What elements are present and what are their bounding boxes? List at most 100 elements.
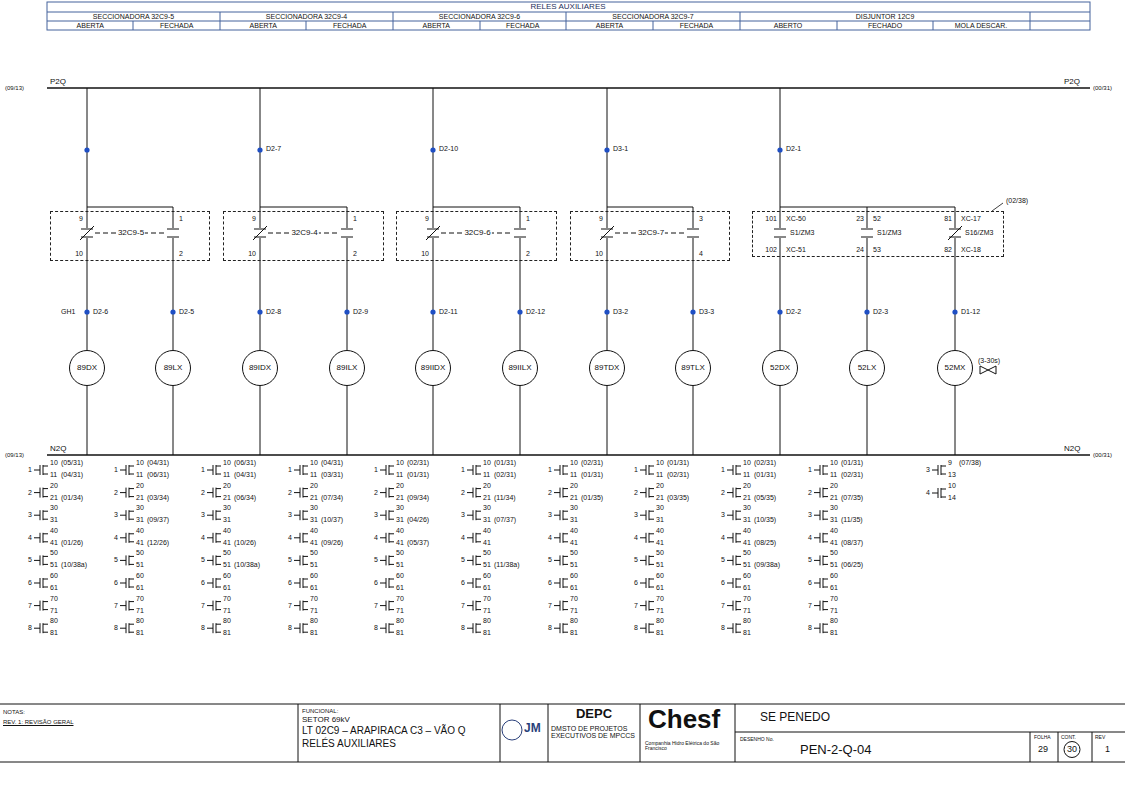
contact-symbol [120, 470, 126, 471]
wire [693, 384, 694, 455]
contact-symbol [126, 623, 127, 633]
terminal-number: 51 [50, 561, 58, 568]
contact-symbol [649, 556, 654, 557]
contact-symbol [467, 515, 473, 516]
contact-symbol [476, 474, 481, 475]
table-cell: MOLA DESCAR. [955, 22, 1008, 29]
contact-symbol [43, 587, 48, 588]
terminal-number: 50 [396, 549, 404, 556]
terminal-number: 10 [310, 459, 318, 466]
table-cell: ABERTA [423, 22, 450, 29]
contact-symbol [733, 623, 734, 633]
contact-number: 7 [461, 602, 465, 609]
contact-number: 5 [114, 556, 118, 563]
terminal-number: 41 [743, 539, 751, 546]
terminal-label: D3-2 [612, 308, 629, 315]
contact-symbol [129, 579, 134, 580]
contact-symbol [433, 211, 434, 228]
title-rule [0, 762, 1125, 763]
contact-symbol [389, 511, 394, 512]
terminal-label: D2-1 [786, 145, 801, 152]
contact-symbol [560, 533, 561, 543]
terminal-number: 81 [310, 629, 318, 636]
contact-symbol [386, 465, 387, 475]
contact-symbol [467, 470, 473, 471]
field-heading: REV [1095, 735, 1105, 740]
contact-symbol [560, 623, 561, 633]
contact-symbol [727, 537, 733, 538]
relay-name: 89IILX [508, 364, 531, 372]
contact-symbol [213, 510, 214, 520]
contact-symbol [563, 624, 568, 625]
contact-number: 6 [634, 579, 638, 586]
relay-coil: 89TDX [589, 350, 625, 386]
contact-symbol [727, 470, 733, 471]
terminal-label: D2-9 [352, 308, 369, 315]
contact-symbol [43, 601, 48, 602]
contact-symbol [476, 533, 481, 534]
contact-number: 5 [201, 556, 205, 563]
terminal-number: 40 [656, 527, 664, 534]
contact-symbol [649, 496, 654, 497]
contact-number: 1 [374, 466, 378, 473]
wire [955, 384, 956, 455]
contact-symbol [640, 628, 646, 629]
contact-symbol [129, 511, 134, 512]
contact-symbol [380, 605, 386, 606]
contact-symbol [389, 466, 394, 467]
terminal-number: 61 [310, 584, 318, 591]
contact-symbol [303, 533, 308, 534]
terminal-number: 60 [396, 572, 404, 579]
contact-symbol [823, 496, 828, 497]
contact-number: 3 [114, 511, 118, 518]
contact-symbol [389, 632, 394, 633]
terminal-number: 20 [50, 482, 58, 489]
wire [607, 207, 693, 208]
contact-symbol [386, 488, 387, 498]
contact-symbol [43, 496, 48, 497]
cross-reference: (03/34) [147, 494, 169, 501]
contact-symbol [649, 632, 654, 633]
contact-symbol [646, 555, 647, 565]
contact-symbol [820, 465, 821, 475]
contact-symbol [260, 238, 261, 261]
table-rule [220, 12, 221, 30]
contact-symbol [129, 496, 134, 497]
contact-symbol [554, 515, 560, 516]
sheet-number: 29 [1038, 745, 1048, 754]
contact-symbol [389, 564, 394, 565]
terminal-number: 51 [656, 561, 664, 568]
cross-reference: (11/34) [494, 494, 516, 501]
terminal-number: XC-51 [786, 246, 806, 253]
contact-symbol [426, 226, 440, 240]
wire [433, 384, 434, 455]
terminal-number: 20 [656, 482, 664, 489]
terminal-number: 81 [136, 629, 144, 636]
logo-text: JM [524, 722, 541, 734]
table-cell: FECHADA [506, 22, 539, 29]
wire-connector [520, 261, 521, 350]
contact-symbol [736, 609, 741, 610]
terminal-number: 101 [765, 215, 777, 222]
contact-symbol [129, 556, 134, 557]
contact-symbol [216, 556, 221, 557]
contact-number: 4 [926, 489, 930, 496]
terminal-number: 71 [136, 607, 144, 614]
contact-symbol [126, 578, 127, 588]
terminal-number: 11 [223, 471, 230, 478]
contact-symbol [823, 488, 828, 489]
contact-number: 6 [374, 579, 378, 586]
terminal-number: 51 [310, 561, 318, 568]
company-logo: Chesf [648, 706, 720, 732]
cross-reference: (07/35) [841, 494, 863, 501]
terminal-number: 9 [79, 215, 83, 222]
terminal-number: 60 [570, 572, 578, 579]
contact-number: 1 [634, 466, 638, 473]
terminal-dot [257, 309, 262, 314]
contact-symbol [43, 541, 48, 542]
terminal-number: 10 [396, 459, 404, 466]
contact-symbol [554, 492, 560, 493]
terminal-number: 81 [830, 629, 838, 636]
terminal-number: 50 [223, 549, 231, 556]
terminal-number: 41 [570, 539, 578, 546]
